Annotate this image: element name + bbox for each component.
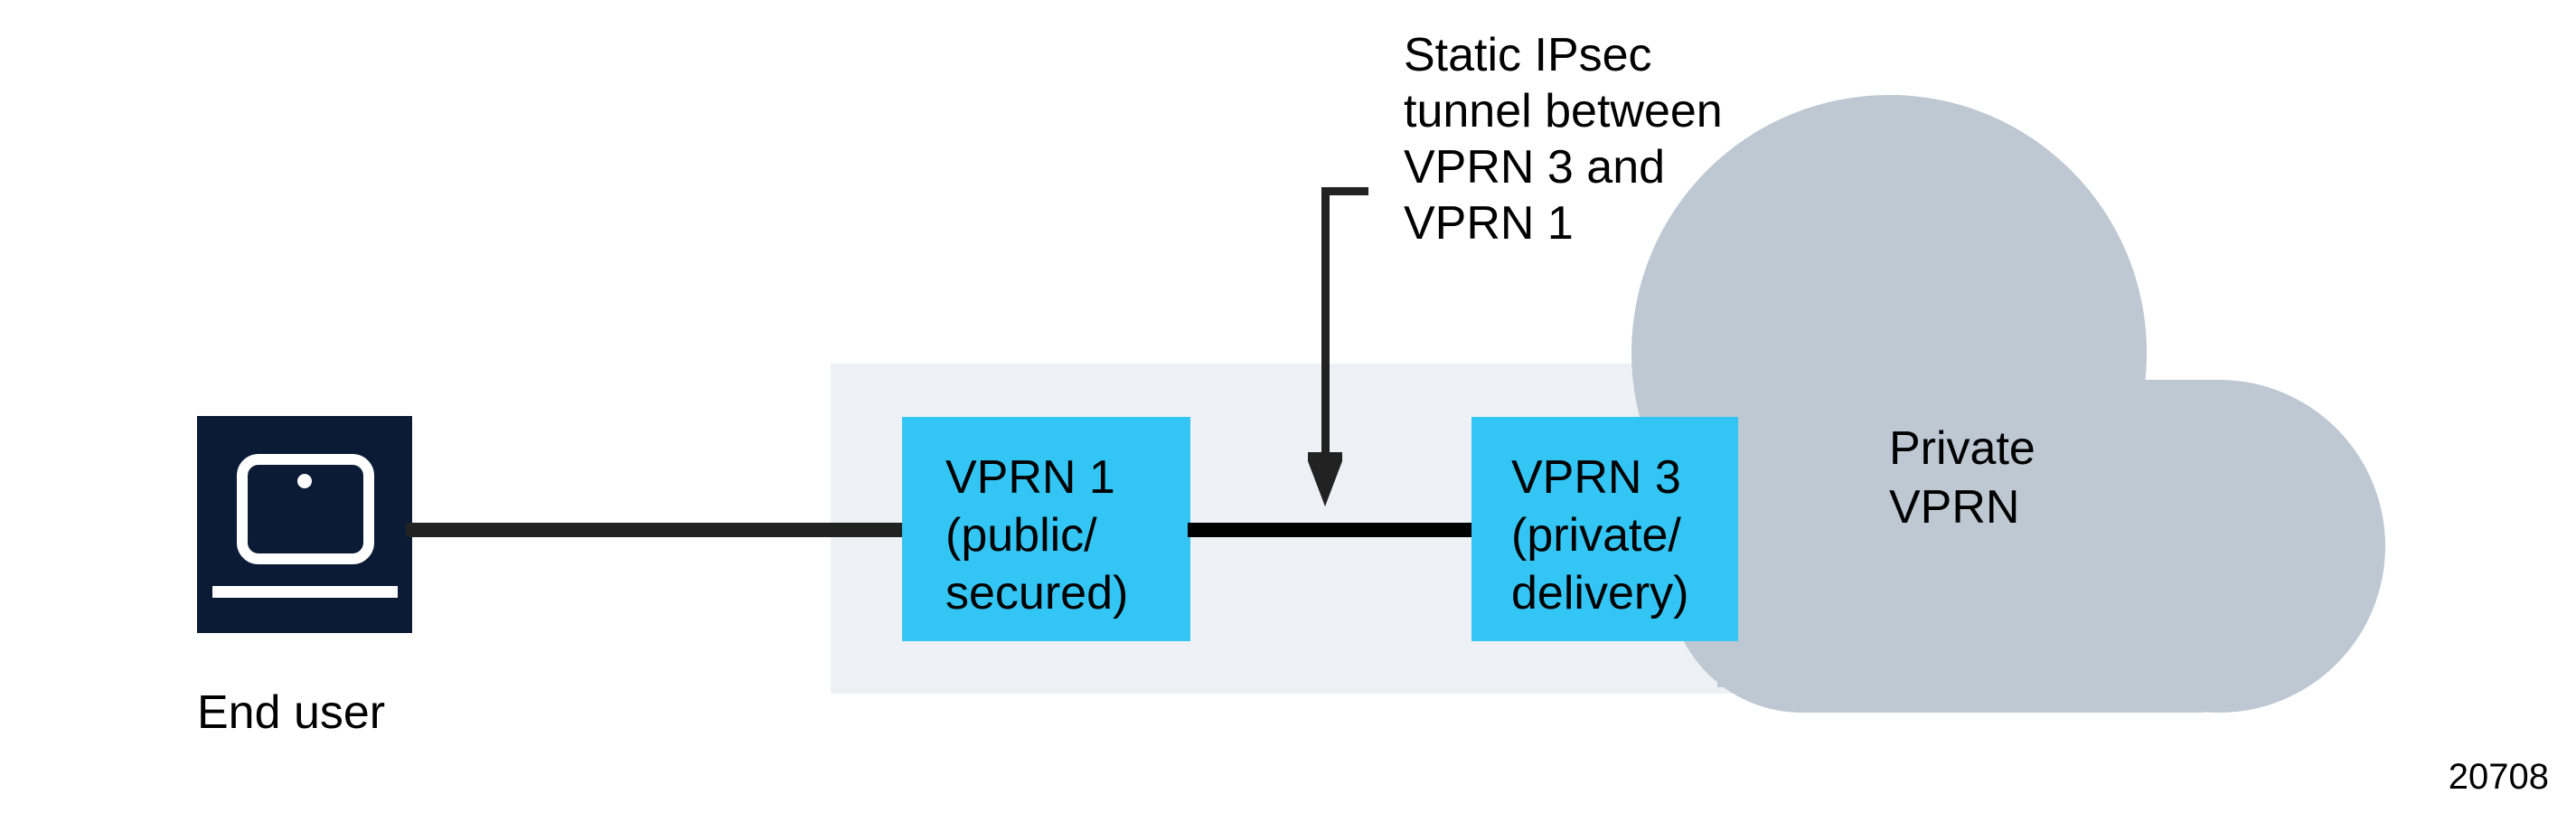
vprn-3-label-line3: delivery): [1511, 567, 1689, 619]
annotation-line3: VPRN 3 and: [1404, 141, 1665, 194]
vprn-3-label-line2: (private/: [1511, 509, 1681, 562]
vprn-3-label-line1: VPRN 3: [1511, 451, 1681, 504]
cloud-label-line1: Private: [1889, 422, 2035, 475]
vprn-1-label-line3: secured): [945, 567, 1128, 619]
end-user-caption: End user: [197, 686, 385, 739]
annotation-line2: tunnel between: [1404, 85, 1723, 137]
figure-id-label: 20708: [2449, 757, 2549, 797]
cloud-label-line2: VPRN: [1889, 481, 2019, 534]
link-vprn1-to-vprn3: [1188, 523, 1475, 537]
vprn-1-box: [902, 417, 1190, 641]
private-vprn-cloud-shape: [1631, 95, 2385, 713]
annotation-line4: VPRN 1: [1404, 197, 1574, 250]
link-end-user-to-vprn1: [406, 523, 905, 537]
laptop-icon: [197, 416, 412, 633]
vprn-3-box: [1471, 417, 1738, 641]
vprn-1-label-line2: (public/: [945, 509, 1097, 562]
annotation-pointer-arrow: [1308, 187, 1368, 506]
annotation-line1: Static IPsec: [1404, 29, 1652, 81]
vprn-1-label-line1: VPRN 1: [945, 451, 1115, 504]
